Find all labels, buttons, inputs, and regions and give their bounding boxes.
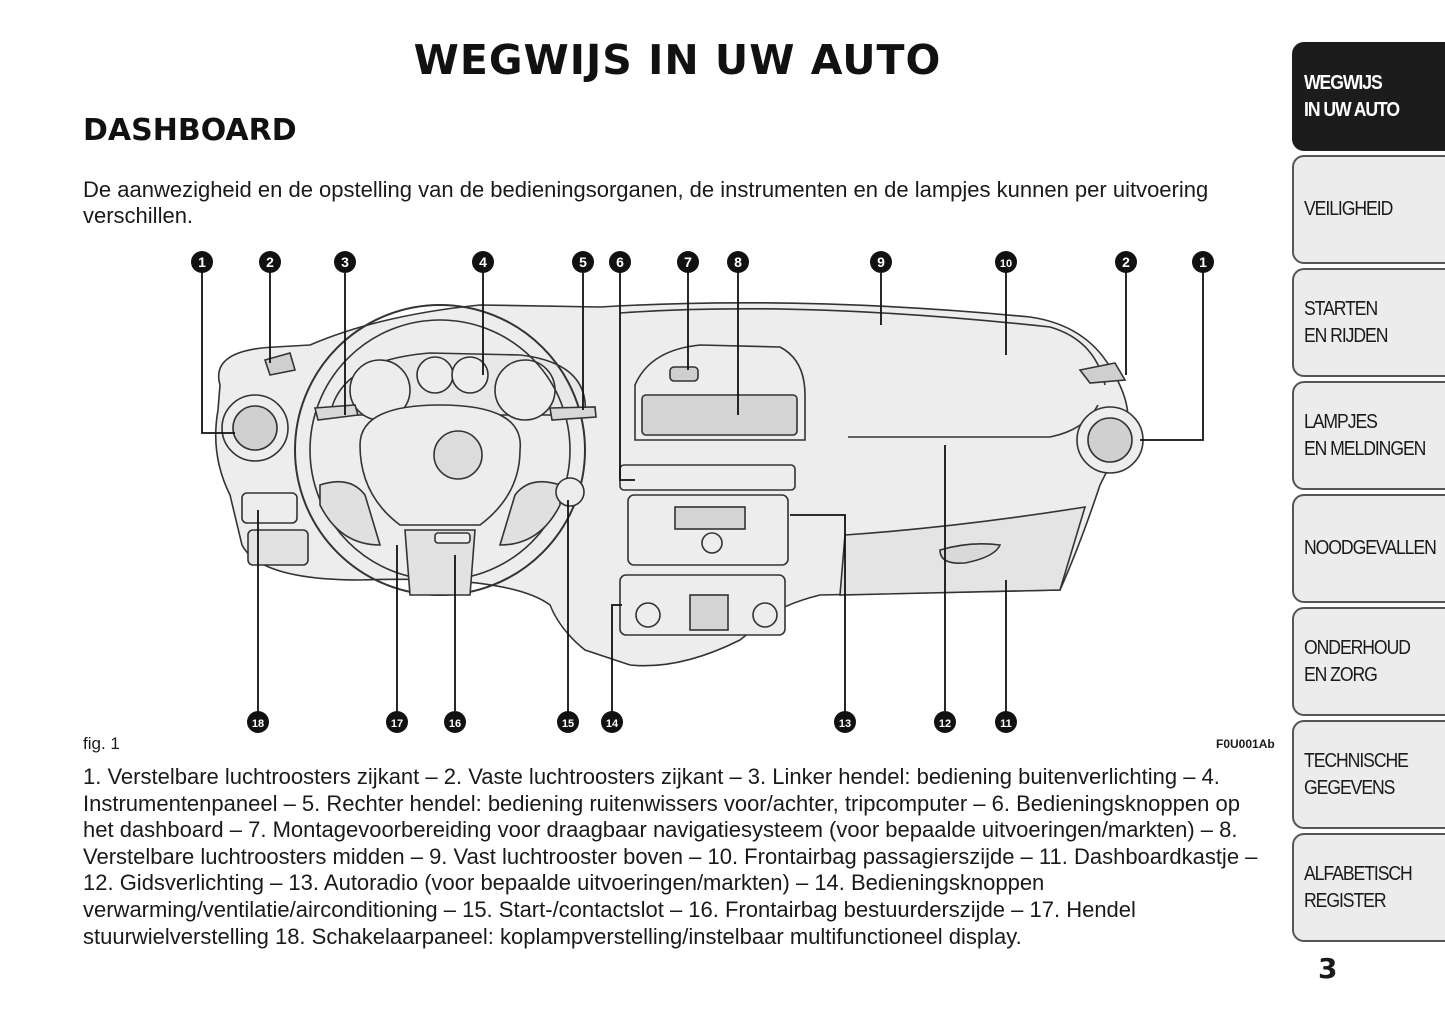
dash-top-line bbox=[619, 307, 1106, 386]
callouts-bottom: 18 17 16 15 14 13 12 11 bbox=[247, 711, 1017, 733]
climate-knob-left bbox=[635, 602, 661, 628]
chapter-tab[interactable]: TECHNISCHE GEGEVENS bbox=[1292, 720, 1445, 829]
callout-marker bbox=[870, 251, 892, 273]
steering-spoke-right bbox=[498, 480, 561, 546]
chapter-tab-label: ONDERHOUD EN ZORG bbox=[1304, 636, 1411, 686]
callout-marker bbox=[677, 251, 699, 273]
gauge-center-right bbox=[451, 356, 489, 394]
callout-marker bbox=[247, 711, 269, 733]
callout-marker bbox=[1115, 251, 1137, 273]
callout-number: 12 bbox=[939, 718, 951, 730]
callout-marker bbox=[444, 711, 466, 733]
chapter-tab-label: ALFABETISCH REGISTER bbox=[1304, 862, 1413, 912]
chapter-tab[interactable]: STARTEN EN RIJDEN bbox=[1292, 268, 1445, 377]
callout-lines bbox=[201, 263, 1204, 723]
chapter-tab-label: WEGWIJS IN UW AUTO bbox=[1304, 71, 1400, 121]
callouts-top: 1 2 3 4 5 6 7 8 9 10 2 1 bbox=[191, 251, 1214, 273]
nav-mount bbox=[669, 366, 699, 382]
lower-left-box bbox=[247, 529, 309, 566]
callout-marker bbox=[472, 251, 494, 273]
callout-number: 17 bbox=[391, 718, 403, 730]
callout-number: 10 bbox=[1000, 258, 1012, 270]
callout-marker bbox=[191, 251, 213, 273]
steering-spoke-bottom bbox=[404, 529, 476, 596]
section-title: DASHBOARD bbox=[83, 113, 297, 148]
left-vent-inner bbox=[232, 405, 278, 451]
chapter-tab-label: TECHNISCHE GEGEVENS bbox=[1304, 749, 1409, 799]
radio-knob bbox=[701, 532, 723, 554]
figure-legend: 1. Verstelbare luchtroosters zijkant – 2… bbox=[83, 764, 1258, 949]
page-number: 3 bbox=[1318, 952, 1338, 985]
center-vents bbox=[641, 394, 798, 436]
callout-number: 14 bbox=[606, 718, 619, 730]
callout-marker bbox=[995, 711, 1017, 733]
callout-number: 13 bbox=[839, 718, 851, 730]
callout-number: 1 bbox=[198, 254, 206, 270]
chapter-tab[interactable]: ALFABETISCH REGISTER bbox=[1292, 833, 1445, 942]
callout-number: 9 bbox=[877, 254, 885, 270]
callout-marker bbox=[609, 251, 631, 273]
chapter-tab-label: LAMPJES EN MELDINGEN bbox=[1304, 410, 1426, 460]
callout-number: 2 bbox=[1122, 254, 1130, 270]
chapter-tab-label: STARTEN EN RIJDEN bbox=[1304, 297, 1388, 347]
steering-spoke-left bbox=[319, 480, 382, 546]
callout-number: 16 bbox=[449, 718, 461, 730]
callout-number: 18 bbox=[252, 718, 264, 730]
callout-marker bbox=[727, 251, 749, 273]
chapter-tab[interactable]: LAMPJES EN MELDINGEN bbox=[1292, 381, 1445, 490]
callout-marker bbox=[834, 711, 856, 733]
intro-paragraph: De aanwezigheid en de opstelling van de … bbox=[83, 177, 1209, 228]
callout-number: 11 bbox=[1000, 718, 1012, 730]
callout-marker bbox=[334, 251, 356, 273]
switch-panel bbox=[241, 492, 298, 524]
chapter-tab[interactable]: NOODGEVALLEN bbox=[1292, 494, 1445, 603]
callout-number: 1 bbox=[1199, 254, 1207, 270]
callout-marker bbox=[995, 251, 1017, 273]
gauge-center-left bbox=[416, 356, 454, 394]
callout-marker bbox=[557, 711, 579, 733]
callout-number: 5 bbox=[579, 254, 587, 270]
chapter-tab[interactable]: ONDERHOUD EN ZORG bbox=[1292, 607, 1445, 716]
left-stalk bbox=[313, 404, 360, 421]
climate-knob-right bbox=[752, 602, 778, 628]
speedometer bbox=[494, 359, 556, 421]
callout-marker bbox=[572, 251, 594, 273]
callout-marker bbox=[259, 251, 281, 273]
callout-number: 15 bbox=[562, 718, 574, 730]
radio-display bbox=[674, 506, 746, 530]
callout-number: 7 bbox=[684, 254, 692, 270]
callout-number: 6 bbox=[616, 254, 624, 270]
page-title: WEGWIJS IN UW AUTO bbox=[413, 36, 942, 84]
callout-number: 3 bbox=[341, 254, 349, 270]
climate-display bbox=[689, 594, 729, 631]
callout-marker bbox=[601, 711, 623, 733]
dashboard-buttons bbox=[619, 464, 796, 491]
airbag-label bbox=[434, 532, 471, 544]
figure-label: fig. 1 bbox=[83, 734, 120, 753]
right-stalk bbox=[549, 406, 597, 421]
callout-number: 2 bbox=[266, 254, 274, 270]
chapter-tab-label: VEILIGHEID bbox=[1304, 198, 1393, 220]
figure-code: F0U001Ab bbox=[1216, 737, 1275, 751]
left-top-vent bbox=[263, 352, 297, 376]
callout-marker bbox=[1192, 251, 1214, 273]
callout-number: 8 bbox=[734, 254, 742, 270]
ignition-lock bbox=[555, 477, 585, 507]
callout-marker bbox=[386, 711, 408, 733]
chapter-tabs: WEGWIJS IN UW AUTO VEILIGHEID STARTEN EN R… bbox=[1292, 42, 1445, 946]
steering-emblem bbox=[433, 430, 483, 480]
callout-marker bbox=[934, 711, 956, 733]
chapter-tab[interactable]: VEILIGHEID bbox=[1292, 155, 1445, 264]
radio bbox=[627, 494, 789, 566]
glovebox-handle bbox=[939, 543, 1002, 565]
chapter-tab-label: NOODGEVALLEN bbox=[1304, 537, 1437, 559]
right-vent-inner bbox=[1087, 417, 1133, 463]
chapter-tab[interactable]: WEGWIJS IN UW AUTO bbox=[1292, 42, 1445, 151]
right-top-vent bbox=[1078, 362, 1127, 384]
callout-number: 4 bbox=[479, 254, 487, 270]
